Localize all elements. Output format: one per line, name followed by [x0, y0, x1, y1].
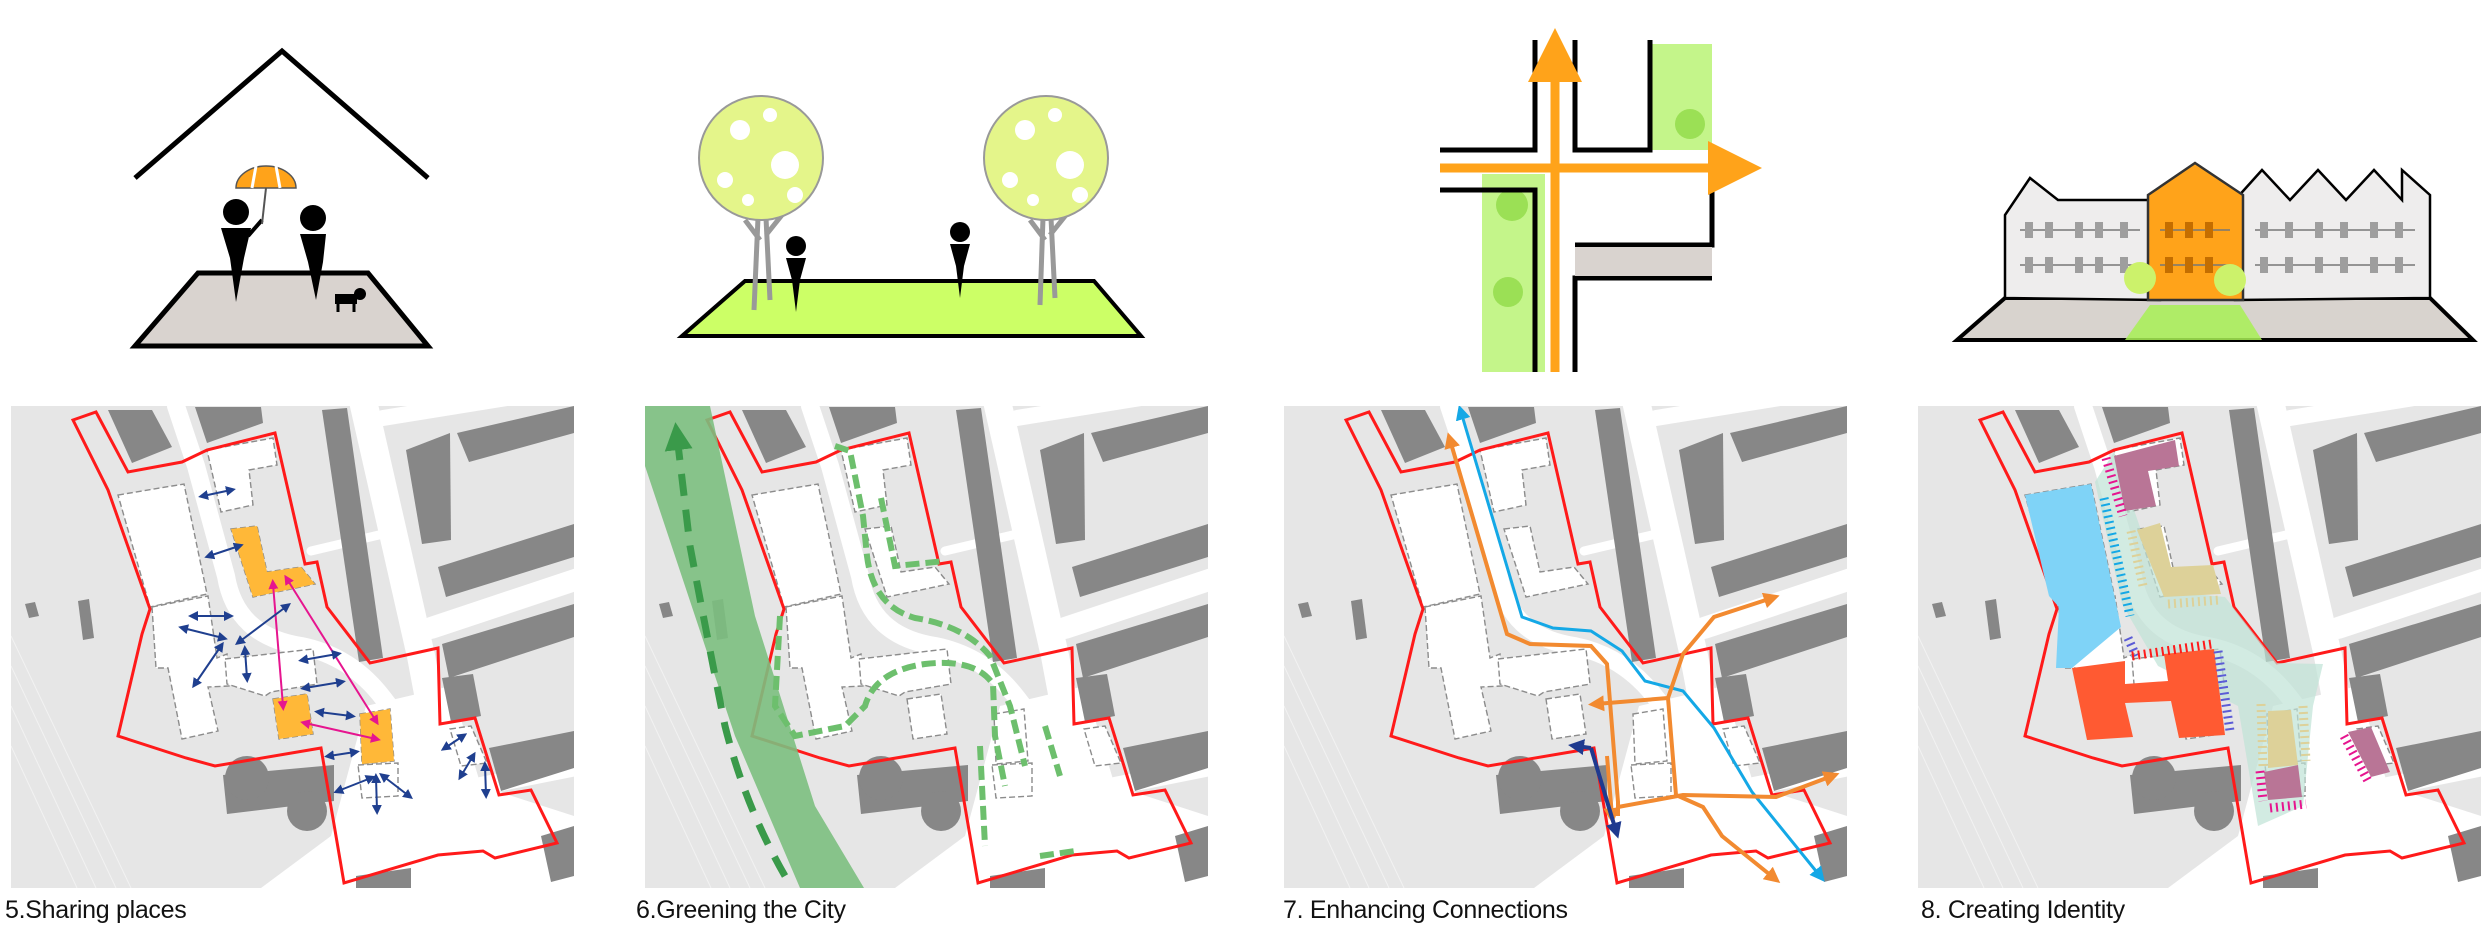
- sharing-places-icon: [129, 47, 434, 349]
- ground-plane: [129, 270, 434, 349]
- orange-connection-routes: [1444, 432, 1840, 884]
- green-ground-plane: [676, 279, 1146, 338]
- identity-mauve-building: [2264, 765, 2302, 800]
- map-panel-creating-identity: [1918, 406, 2481, 888]
- blue-connection-route: [1455, 406, 1825, 882]
- green-corridor: [645, 406, 864, 888]
- tree-icon: [698, 95, 824, 311]
- greening-icon: [676, 95, 1146, 338]
- concept-icons-row: [129, 28, 2478, 372]
- community-building: [273, 694, 313, 739]
- person-icon: [950, 222, 970, 298]
- navy-connection-route: [1568, 739, 1622, 839]
- frontage-hatching: [2099, 456, 2372, 813]
- identity-khaki-building: [2137, 523, 2221, 597]
- caption-sharing-places: 5.Sharing places: [5, 896, 187, 924]
- identity-khaki-building: [2268, 710, 2298, 768]
- green-paths: [771, 443, 1076, 859]
- green-corridor-arrow: [664, 422, 789, 878]
- person-icon: [786, 236, 806, 312]
- caption-creating-identity: 8. Creating Identity: [1921, 896, 2125, 924]
- roof-icon: [133, 47, 430, 180]
- identity-public-realm: [2095, 452, 2323, 826]
- identity-mauve-building: [2348, 727, 2390, 777]
- identity-icon: [1951, 161, 2478, 342]
- umbrella-icon: [235, 165, 297, 225]
- tree-icon: [983, 95, 1109, 306]
- caption-greening-the-city: 6.Greening the City: [636, 896, 846, 924]
- identity-blue-building: [2025, 484, 2121, 668]
- interaction-arrows: [178, 486, 491, 815]
- person-icon: [221, 199, 264, 302]
- dog-icon: [335, 288, 366, 312]
- map-panel-enhancing-connections: [1284, 406, 1847, 888]
- map-panel-greening-the-city: [645, 406, 1208, 888]
- caption-enhancing-connections: 7. Enhancing Connections: [1283, 896, 1568, 924]
- connections-icon: [1440, 28, 1762, 372]
- map-panel-sharing-places: [11, 406, 574, 888]
- identity-red-building: [2072, 649, 2225, 740]
- identity-mauve-building: [2114, 440, 2179, 511]
- person-icon: [300, 205, 326, 300]
